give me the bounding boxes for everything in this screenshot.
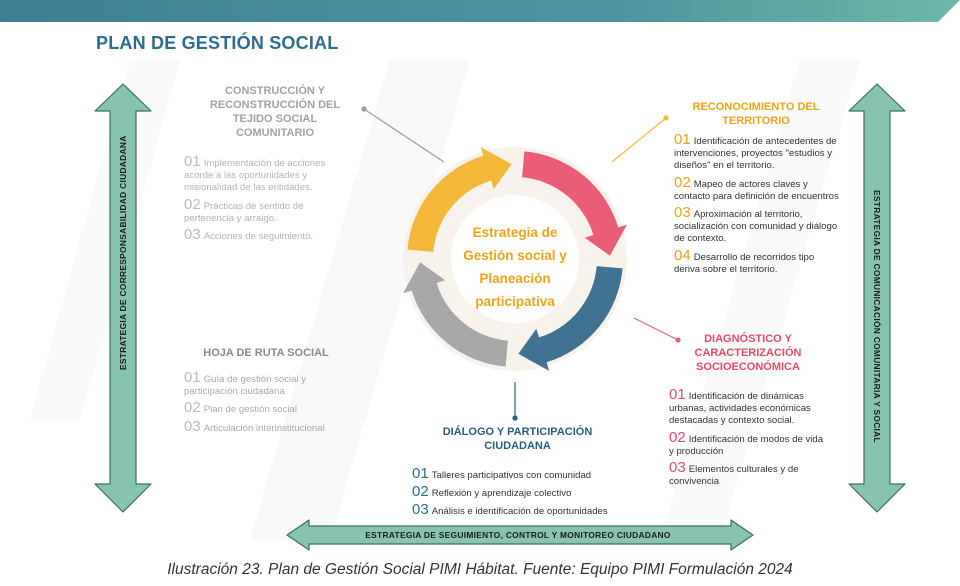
left-double-arrow [94, 83, 152, 513]
center-disc [451, 195, 579, 323]
center-line: Gestión social y [463, 248, 567, 263]
center-label: Estrategia de Gestión social y Planeació… [452, 221, 578, 313]
page-title: PLAN DE GESTIÓN SOCIAL [96, 33, 339, 53]
cycle-arrow-hoja-ruta [403, 262, 508, 367]
cycle-arrow-diagnostico [522, 151, 627, 256]
heading-line: SOCIOECONÓMICA [696, 361, 800, 373]
figure-caption: Ilustración 23. Plan de Gestión Social P… [167, 561, 793, 578]
heading-line: CARACTERIZACIÓN [694, 347, 802, 359]
bottom-strategy-label: ESTRATEGIA DE SEGUIMIENTO, CONTROL Y MON… [365, 530, 671, 540]
background-stripes [30, 60, 860, 540]
center-line: participativa [475, 294, 555, 309]
hoja-ruta-heading: HOJA DE RUTA SOCIAL [186, 346, 346, 360]
dialogo-heading: DIÁLOGO Y PARTICIPACIÓN CIUDADANA [425, 425, 610, 453]
right-strategy-label: ESTRATEGIA DE COMUNICACIÓN COMUNITARIA Y… [872, 190, 882, 443]
heading-line: TEJIDO SOCIAL [232, 113, 318, 125]
connector-lines [361, 106, 681, 421]
reconocimiento-heading: RECONOCIMIENTO DEL TERRITORIO [672, 100, 840, 128]
heading-line: RECONSTRUCCIÓN DEL [209, 99, 341, 111]
heading-line: CONSTRUCCIÓN Y [224, 85, 326, 97]
header-band [0, 0, 960, 22]
right-double-arrow [848, 83, 906, 513]
heading-line: CIUDADANA [484, 440, 551, 452]
cycle-arrow-dialogo [518, 266, 623, 371]
heading-line: TERRITORIO [722, 115, 790, 127]
cycle-arrow-reconocimiento [407, 147, 512, 252]
heading-line: HOJA DE RUTA SOCIAL [203, 347, 329, 359]
heading-line: DIÁLOGO Y PARTICIPACIÓN [442, 426, 593, 438]
diagnostico-heading: DIAGNÓSTICO Y CARACTERIZACIÓN SOCIOECONÓ… [672, 332, 824, 374]
construccion-heading: CONSTRUCCIÓN Y RECONSTRUCCIÓN DEL TEJIDO… [190, 84, 360, 140]
center-line: Estrategia de [472, 225, 558, 240]
heading-line: DIAGNÓSTICO Y [704, 333, 792, 345]
cycle-diagram [403, 147, 627, 371]
center-line: Planeación [479, 271, 551, 286]
bottom-double-arrow [286, 519, 754, 551]
heading-line: RECONOCIMIENTO DEL [692, 101, 820, 113]
left-strategy-label: ESTRATEGIA DE CORRESPONSABILIDAD CIUDADA… [118, 135, 128, 370]
heading-line: COMUNITARIO [235, 127, 314, 139]
